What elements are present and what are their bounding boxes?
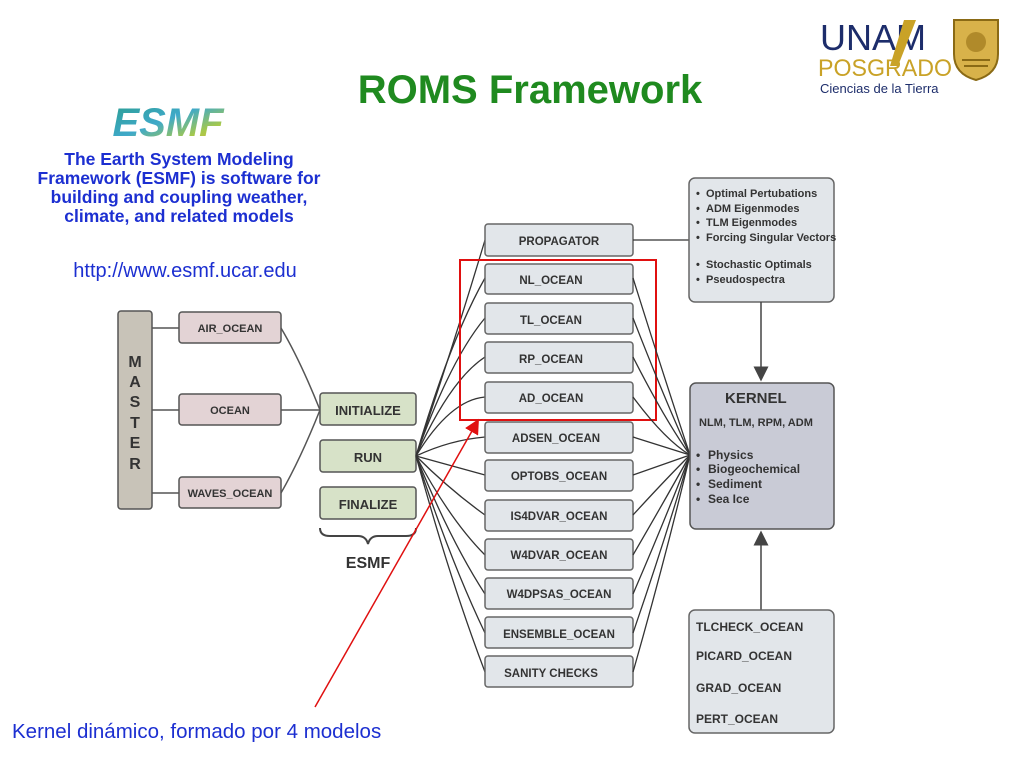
kernel-fan-lines	[632, 239, 691, 673]
check-item: GRAD_OCEAN	[696, 681, 781, 695]
highlight-box	[459, 259, 657, 421]
coupler-ocean: OCEAN	[178, 393, 282, 426]
propagator-options-box: • Optimal Pertubations • ADM Eigenmodes …	[688, 177, 836, 303]
driver-nl-ocean: NL_OCEAN	[484, 263, 634, 295]
svg-text:RP_OCEAN: RP_OCEAN	[519, 354, 583, 366]
kernel-box: KERNEL NLM, TLM, RPM, ADM • Physics • Bi…	[689, 382, 835, 530]
esmf-logo: ESMF	[86, 101, 251, 145]
unam-logo-bottom: Ciencias de la Tierra	[820, 81, 939, 96]
svg-text:OCEAN: OCEAN	[210, 405, 250, 417]
svg-text:•: •	[696, 232, 700, 244]
checks-box: TLCHECK_OCEAN PICARD_OCEAN GRAD_OCEAN PE…	[688, 609, 835, 734]
propagator-option: TLM Eigenmodes	[706, 217, 797, 229]
svg-text:•: •	[696, 274, 700, 286]
esmf-url-link[interactable]: http://www.esmf.ucar.edu	[73, 260, 297, 282]
svg-text:INITIALIZE: INITIALIZE	[335, 403, 401, 418]
driver-sanity-checks: SANITY CHECKS	[484, 655, 634, 688]
master-letter: A	[129, 374, 141, 391]
master-letter: M	[128, 354, 141, 371]
propagator-option: Pseudospectra	[706, 274, 786, 286]
kernel-models: NLM, TLM, RPM, ADM	[699, 417, 813, 429]
svg-text:ADSEN_OCEAN: ADSEN_OCEAN	[512, 433, 600, 445]
driver-adsen-ocean: ADSEN_OCEAN	[484, 421, 634, 454]
esmf-description: The Earth System Modeling Framework (ESM…	[37, 149, 321, 226]
svg-text:•: •	[696, 477, 700, 491]
driver-w4dvar-ocean: W4DVAR_OCEAN	[484, 538, 634, 571]
unam-shield-icon	[953, 19, 999, 82]
svg-text:•: •	[696, 259, 700, 271]
driver-fan-lines	[415, 239, 486, 673]
master-letter: T	[130, 415, 140, 432]
unam-posgrado-logo: UNAM POSGRADO Ciencias de la Tierra	[812, 14, 1008, 101]
svg-text:FINALIZE: FINALIZE	[339, 497, 398, 512]
driver-tl-ocean: TL_OCEAN	[484, 302, 634, 335]
coupler-air-ocean: AIR_OCEAN	[178, 311, 282, 344]
svg-text:AD_OCEAN: AD_OCEAN	[519, 393, 584, 405]
svg-text:AIR_OCEAN: AIR_OCEAN	[198, 323, 263, 335]
svg-text:•: •	[696, 492, 700, 506]
esmf-logo-text: ESMF	[112, 104, 225, 140]
svg-text:PROPAGATOR: PROPAGATOR	[519, 236, 600, 248]
esmf-bracket	[319, 527, 417, 545]
phase-finalize: FINALIZE	[319, 486, 417, 520]
kernel-item: Sediment	[708, 477, 762, 491]
check-item: PERT_OCEAN	[696, 712, 778, 726]
driver-w4dpsas-ocean: W4DPSAS_OCEAN	[484, 577, 634, 610]
slide-title: ROMS Framework	[357, 68, 703, 112]
svg-text:WAVES_OCEAN: WAVES_OCEAN	[188, 488, 273, 500]
svg-text:•: •	[696, 462, 700, 476]
svg-text:•: •	[696, 448, 700, 462]
driver-propagator: PROPAGATOR	[484, 223, 634, 257]
svg-text:W4DVAR_OCEAN: W4DVAR_OCEAN	[511, 550, 608, 562]
master-letter: E	[130, 435, 141, 452]
kernel-item: Sea Ice	[708, 492, 750, 506]
check-item: TLCHECK_OCEAN	[696, 620, 803, 634]
kernel-note: Kernel dinámico, formado por 4 modelos	[12, 720, 382, 743]
driver-is4dvar-ocean: IS4DVAR_OCEAN	[484, 499, 634, 532]
annotation-arrow-icon	[314, 418, 479, 708]
master-letter: R	[129, 456, 141, 473]
propagator-option: Forcing Singular Vectors	[706, 232, 836, 244]
svg-text:NL_OCEAN: NL_OCEAN	[519, 275, 582, 287]
unam-logo-middle: POSGRADO	[818, 55, 952, 82]
phase-initialize: INITIALIZE	[319, 392, 417, 426]
svg-text:IS4DVAR_OCEAN: IS4DVAR_OCEAN	[511, 511, 608, 523]
kernel-item: Biogeochemical	[708, 462, 800, 476]
svg-text:•: •	[696, 188, 700, 200]
master-connectors	[152, 327, 321, 494]
coupler-waves-ocean: WAVES_OCEAN	[178, 476, 282, 509]
svg-text:OPTOBS_OCEAN: OPTOBS_OCEAN	[511, 471, 607, 483]
propagator-option: Optimal Pertubations	[706, 188, 817, 200]
driver-rp-ocean: RP_OCEAN	[484, 341, 634, 374]
esmf-label: ESMF	[346, 555, 391, 572]
svg-text:SANITY CHECKS: SANITY CHECKS	[504, 668, 598, 680]
check-item: PICARD_OCEAN	[696, 649, 792, 663]
master-letter: S	[130, 394, 141, 411]
kernel-item: Physics	[708, 448, 754, 462]
unam-slash-icon	[890, 20, 916, 66]
driver-optobs-ocean: OPTOBS_OCEAN	[484, 459, 634, 492]
kernel-title: KERNEL	[725, 390, 787, 407]
svg-text:•: •	[696, 217, 700, 229]
svg-text:•: •	[696, 203, 700, 215]
driver-ad-ocean: AD_OCEAN	[484, 381, 634, 414]
svg-text:W4DPSAS_OCEAN: W4DPSAS_OCEAN	[507, 589, 612, 601]
propagator-option: Stochastic Optimals	[706, 259, 812, 271]
svg-text:TL_OCEAN: TL_OCEAN	[520, 315, 582, 327]
phase-run: RUN	[319, 439, 417, 473]
svg-text:RUN: RUN	[354, 450, 382, 465]
svg-text:ENSEMBLE_OCEAN: ENSEMBLE_OCEAN	[503, 629, 615, 641]
master-box: M A S T E R	[117, 310, 153, 510]
driver-ensemble-ocean: ENSEMBLE_OCEAN	[484, 616, 634, 649]
propagator-option: ADM Eigenmodes	[706, 203, 800, 215]
